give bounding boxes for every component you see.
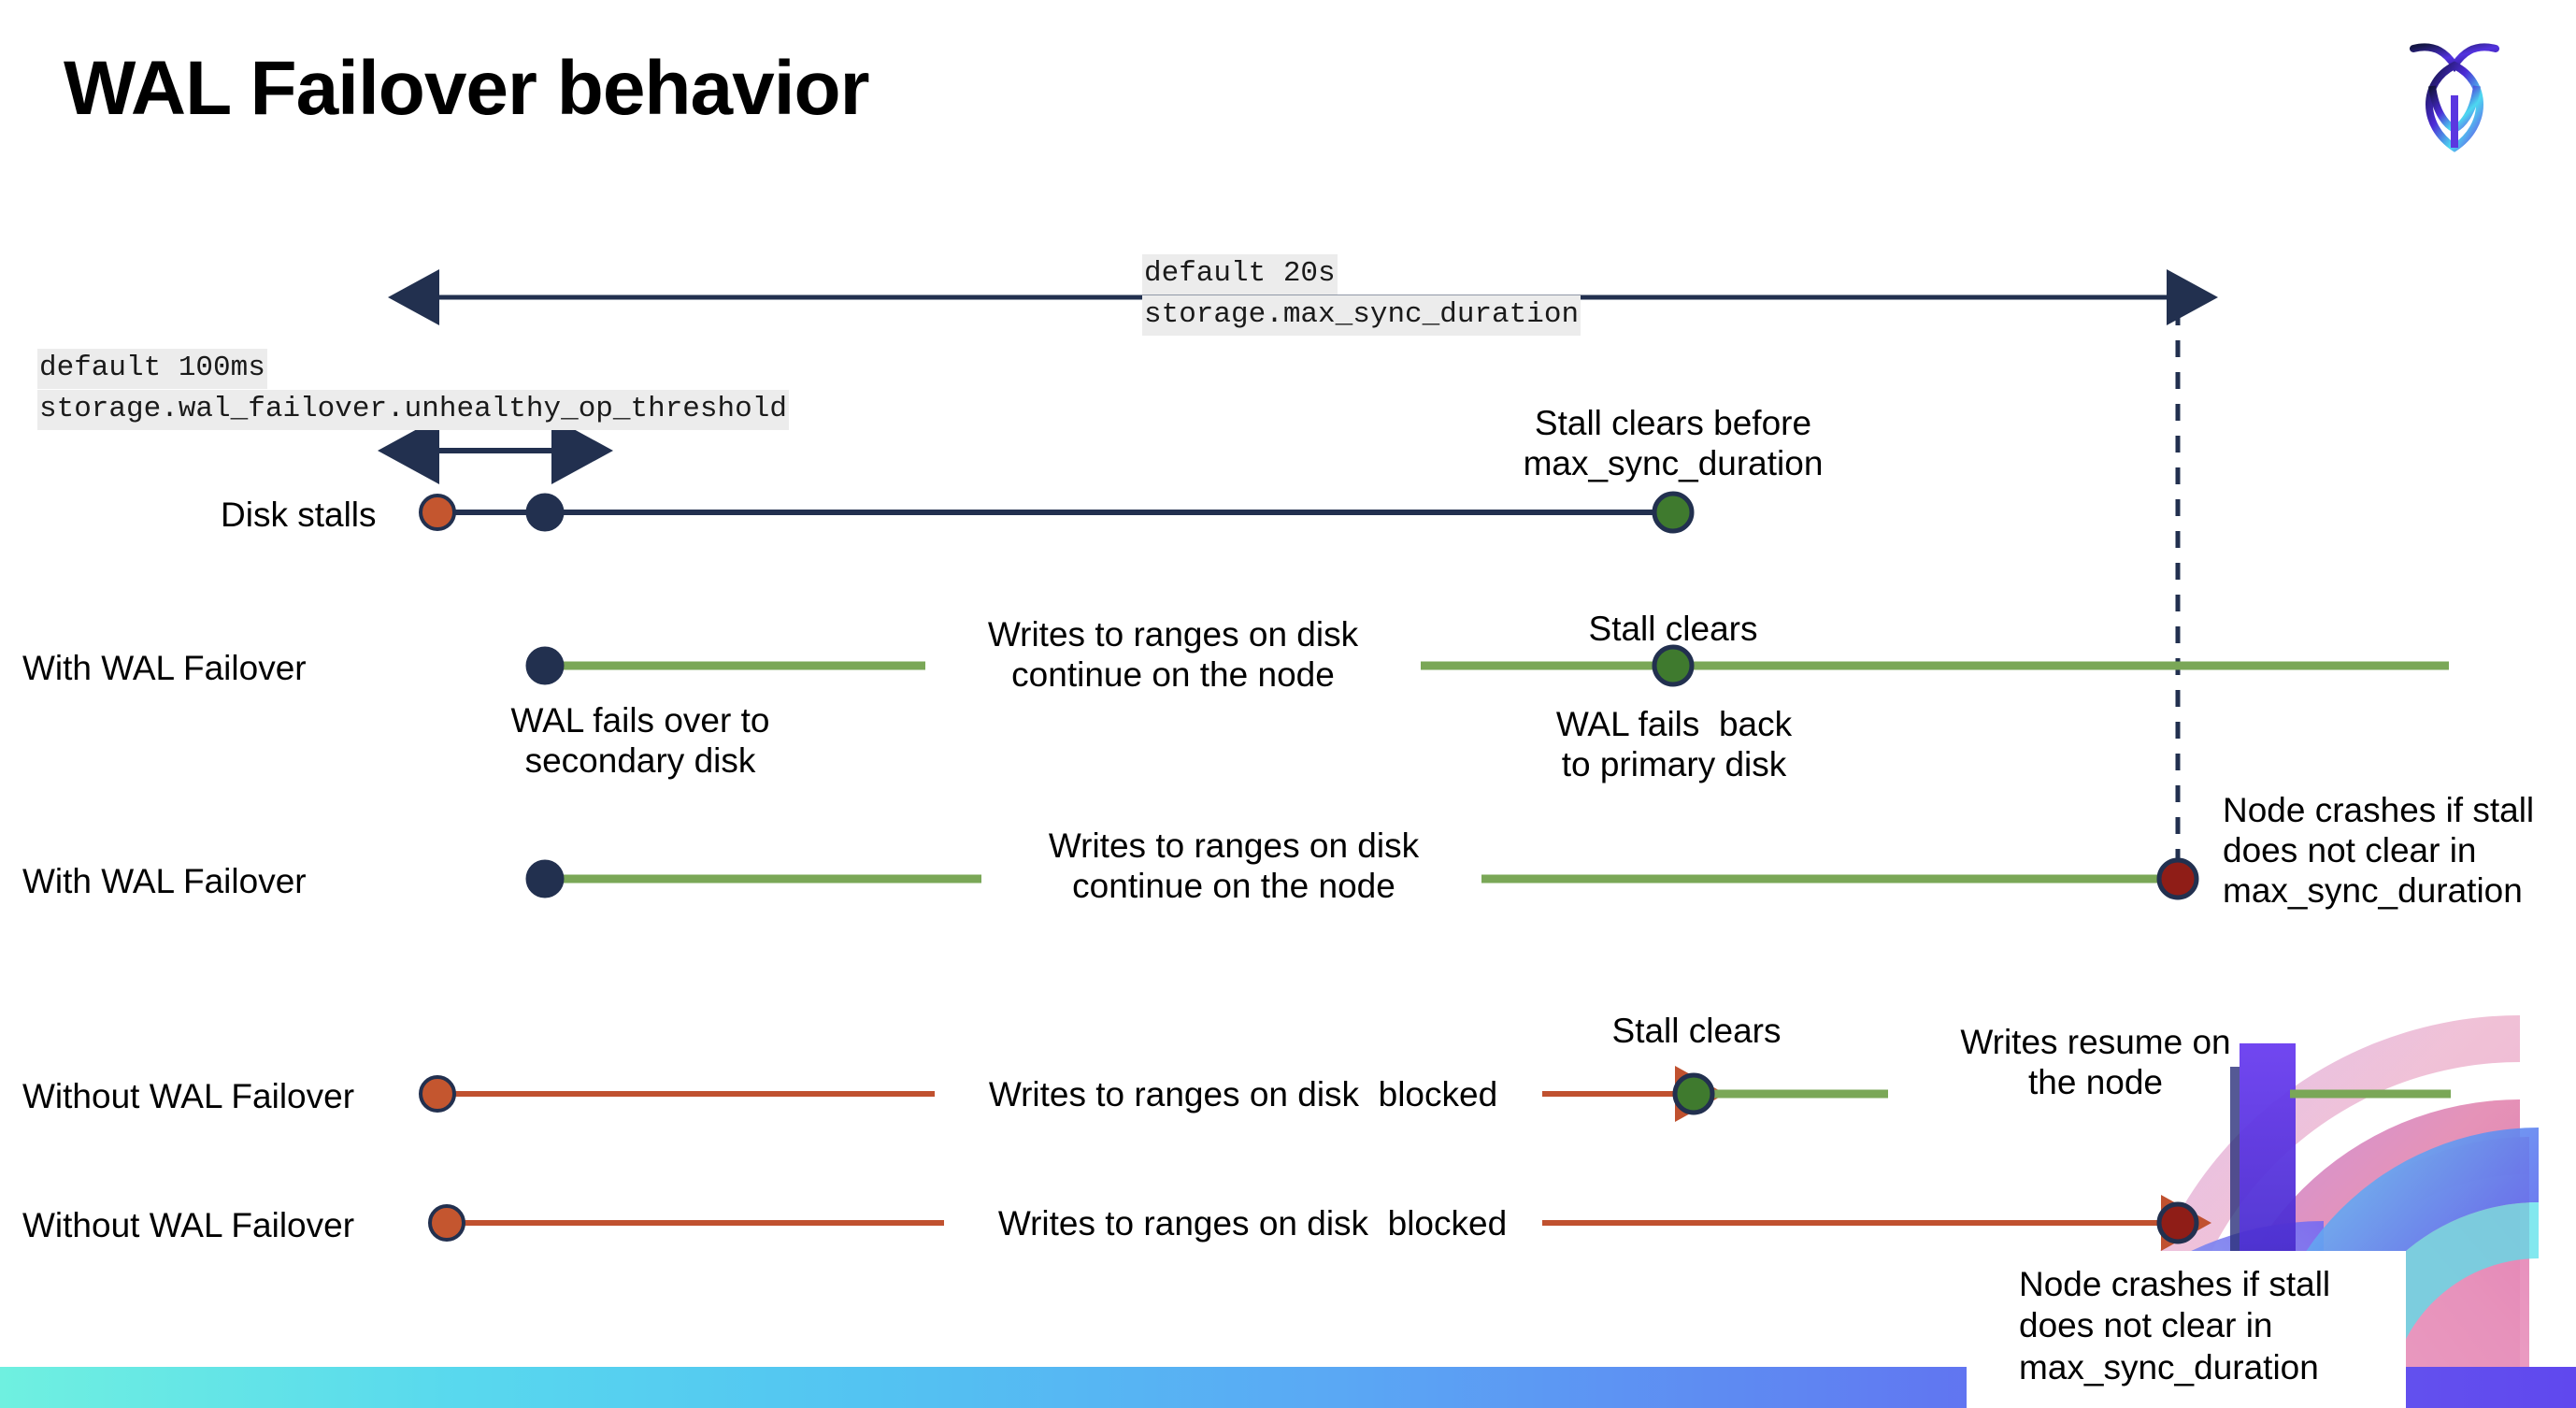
note-writes-blocked-row5: Writes to ranges on disk blocked [997, 1204, 1508, 1243]
marker-stall-clears-row2 [1652, 644, 1695, 687]
row-without-failover-2-track [428, 1195, 2211, 1251]
note-writes-blocked-row4: Writes to ranges on disk blocked [988, 1075, 1498, 1113]
marker-stall-start-row4 [419, 1075, 456, 1113]
cockroachdb-logo-icon [2410, 43, 2499, 152]
row-label-without-wal-failover-2: Without WAL Failover [22, 1206, 355, 1244]
note-wal-fails-over-secondary: WAL fails over to secondary disk [510, 701, 770, 780]
unhealthy-op-setting-label: storage.wal_failover.unhealthy_op_thresh… [37, 390, 789, 430]
note-writes-continue-row2: Writes to ranges on disk continue on the… [987, 615, 1359, 694]
note-node-crashes-row5: Node crashes if stall does not clear in … [2019, 1265, 2331, 1386]
note-stall-clears-before-max-sync: Stall clears before max_sync_duration [1523, 404, 1824, 482]
page-title: WAL Failover behavior [64, 46, 870, 131]
note-node-crashes-row3: Node crashes if stall does not clear in … [2223, 791, 2535, 910]
max-sync-setting-label: storage.max_sync_duration [1142, 295, 1581, 336]
marker-stall-clears-row4 [1672, 1072, 1715, 1115]
row-with-failover-2-track [525, 857, 2199, 900]
row-label-with-wal-failover-1: With WAL Failover [22, 649, 307, 687]
row-label-with-wal-failover-2: With WAL Failover [22, 862, 307, 900]
node-crash-callout: Node crashes if stall does not clear in … [1967, 1251, 2406, 1408]
marker-failover-to-secondary-row3 [525, 859, 565, 898]
note-stall-clears-row4: Stall clears [1611, 1012, 1782, 1050]
note-writes-resume: Writes resume on the node [1960, 1023, 2231, 1101]
row-label-disk-stalls: Disk stalls [221, 496, 377, 534]
marker-failover-to-secondary [525, 646, 565, 685]
marker-node-crash-row5 [2156, 1201, 2199, 1244]
row-without-failover-1-track [419, 1066, 2451, 1122]
row-disk-stalls-track [419, 491, 1695, 534]
marker-stall-clears [1652, 491, 1695, 534]
note-stall-clears-row2: Stall clears [1588, 610, 1758, 648]
note-wal-fails-back-primary: WAL fails back to primary disk [1555, 705, 1793, 783]
marker-node-crash-row3 [2156, 857, 2199, 900]
marker-stall-start-row5 [428, 1204, 465, 1242]
note-writes-continue-row3: Writes to ranges on disk continue on the… [1048, 826, 1420, 905]
marker-failover-trigger [525, 493, 565, 532]
marker-stall-start [419, 494, 456, 531]
row-label-without-wal-failover-1: Without WAL Failover [22, 1077, 355, 1115]
unhealthy-op-default-label: default 100ms [37, 349, 267, 389]
row-with-failover-1-track [525, 644, 2449, 687]
max-sync-default-label: default 20s [1142, 254, 1338, 295]
